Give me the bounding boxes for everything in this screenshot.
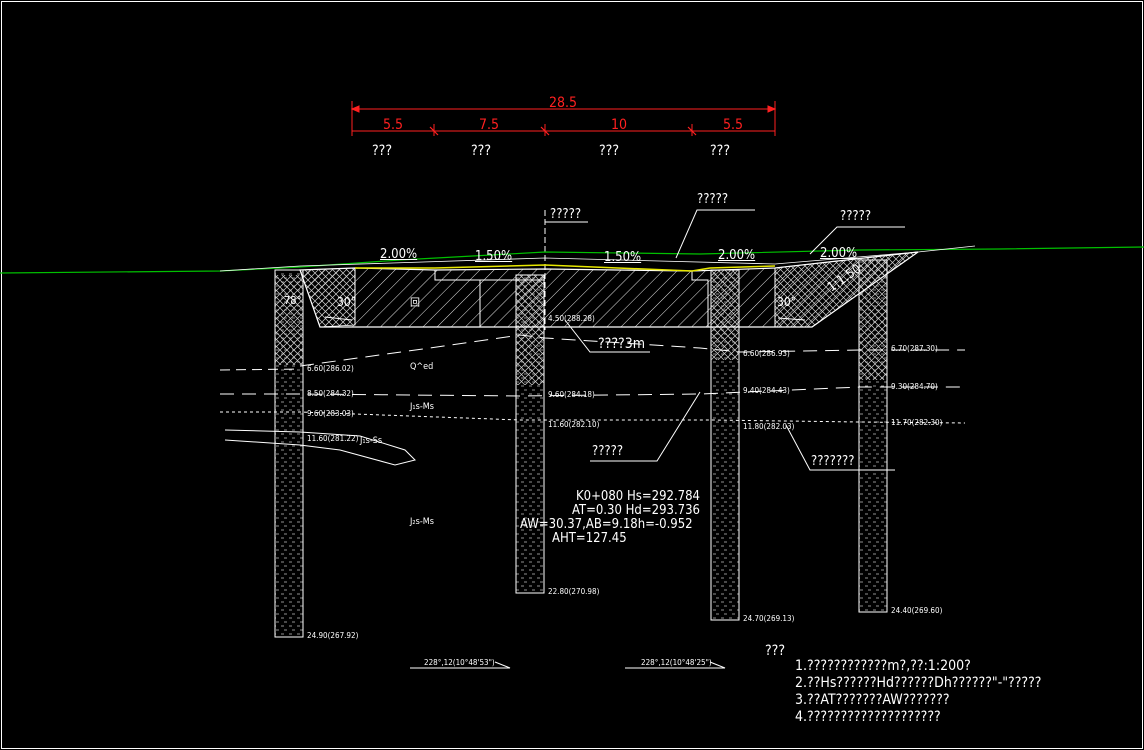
center-bore-depth-2: 9.60(284.18) (548, 390, 595, 399)
segment-width-2: 7.5 (479, 117, 499, 133)
stratum-boundaries (219, 334, 966, 466)
left-bore-depth-4: 11.60(281.22) (307, 434, 359, 443)
stratum-j1s-ss-label: J₁s-Ss (360, 436, 383, 446)
bearing-label-left: 228°,12(10°48'53") (424, 658, 495, 667)
right-bore-depth-4: 24.40(269.60) (891, 606, 943, 615)
dimension-chain (350, 101, 777, 136)
pavement-surface (355, 264, 776, 272)
stratum-j2s-ms-label: J₂s-Ms (410, 517, 434, 527)
center-bore-depth-3: 11.60(282.10) (548, 420, 600, 429)
slope-right-outer: 2.00% (820, 246, 858, 261)
segment-label-1: ??? (372, 143, 392, 159)
section-info-line-2: AT=0.30 Hd=293.736 (571, 503, 700, 518)
top-right-callout: ????? (840, 209, 872, 224)
design-profile-line (219, 245, 976, 272)
segment-width-3: 10 (611, 117, 627, 133)
right-bore-depth-1: 6.70(287.30) (891, 344, 938, 353)
bottom-right-callout: ??????? (811, 454, 855, 469)
bearing-leaders (410, 661, 726, 669)
right-center-bore-depth-2: 9.40(284.43) (743, 386, 790, 395)
top-middle-callout: ????? (697, 192, 729, 207)
right-bore-depth-2: 9.30(284.70) (891, 382, 938, 391)
slope-right-mid: 2.00% (718, 248, 756, 263)
section-info-block: K0+080 Hs=292.784 AT=0.30 Hd=293.736 AW=… (520, 490, 700, 546)
section-info-line-1: K0+080 Hs=292.784 (576, 489, 700, 504)
bearing-label-right: 228°,12(10°48'25") (641, 658, 712, 667)
left-bore-depth-1: 6.60(286.02) (307, 364, 354, 373)
borehole-columns (274, 259, 888, 638)
section-info-line-3: AW=30.37,AB=9.18h=-0.952 (520, 517, 693, 532)
right-bore-depth-3: 11.70(282.30) (891, 418, 943, 427)
side-slope-ratio: 1:1.50 (825, 261, 865, 296)
left-slope-angle: 30° (337, 295, 357, 309)
slope-left-inner: 1.50% (475, 249, 513, 264)
embankment-structure (324, 210, 806, 330)
note-item-4: 4.???????????????????? (795, 709, 941, 725)
note-item-2: 2.??Hs??????Hd??????Dh??????"-"????? (795, 675, 1042, 691)
bottom-middle-callout: ????? (592, 444, 624, 459)
callout-leaders (545, 209, 905, 471)
depth-note-callout: ????3m (598, 336, 646, 352)
right-center-bore-depth-4: 24.70(269.13) (743, 614, 795, 623)
stratum-qed-label: Q^ed (410, 362, 434, 372)
centerline-callout: ????? (550, 207, 582, 222)
stratum-j1s-ms-label: J₁s-Ms (410, 402, 434, 412)
section-info-line-4: AHT=127.45 (552, 531, 627, 546)
soil-mark-label: 回 (410, 298, 420, 309)
segment-label-2: ??? (471, 143, 491, 159)
center-bore-depth-1: 4.50(288.28) (548, 314, 595, 323)
total-width-label: 28.5 (549, 95, 577, 111)
segment-label-3: ??? (599, 143, 619, 159)
right-center-bore-depth-1: 6.60(286.93) (743, 349, 790, 358)
note-item-3: 3.??AT???????AW??????? (795, 692, 950, 708)
slope-right-inner: 1.50% (604, 250, 642, 265)
left-bore-depth-2: 8.50(284.32) (307, 389, 354, 398)
segment-width-4: 5.5 (723, 117, 743, 133)
slope-left-outer: 2.00% (380, 247, 418, 262)
right-slope-angle: 30° (777, 295, 797, 309)
note-item-1: 1.????????????m?,??:1:200? (795, 658, 971, 674)
left-small-angle: 78° (284, 294, 302, 307)
notes-list: 1.????????????m?,??:1:200? 2.??Hs??????H… (795, 658, 1041, 726)
notes-title: ??? (765, 643, 786, 659)
left-bore-depth-3: 9.60(283.03) (307, 409, 354, 418)
segment-width-1: 5.5 (383, 117, 403, 133)
embankment-body (299, 251, 919, 328)
segment-label-4: ??? (710, 143, 730, 159)
center-bore-depth-4: 22.80(270.98) (548, 587, 600, 596)
left-bore-depth-5: 24.90(267.92) (307, 631, 359, 640)
right-center-bore-depth-3: 11.80(282.03) (743, 422, 795, 431)
